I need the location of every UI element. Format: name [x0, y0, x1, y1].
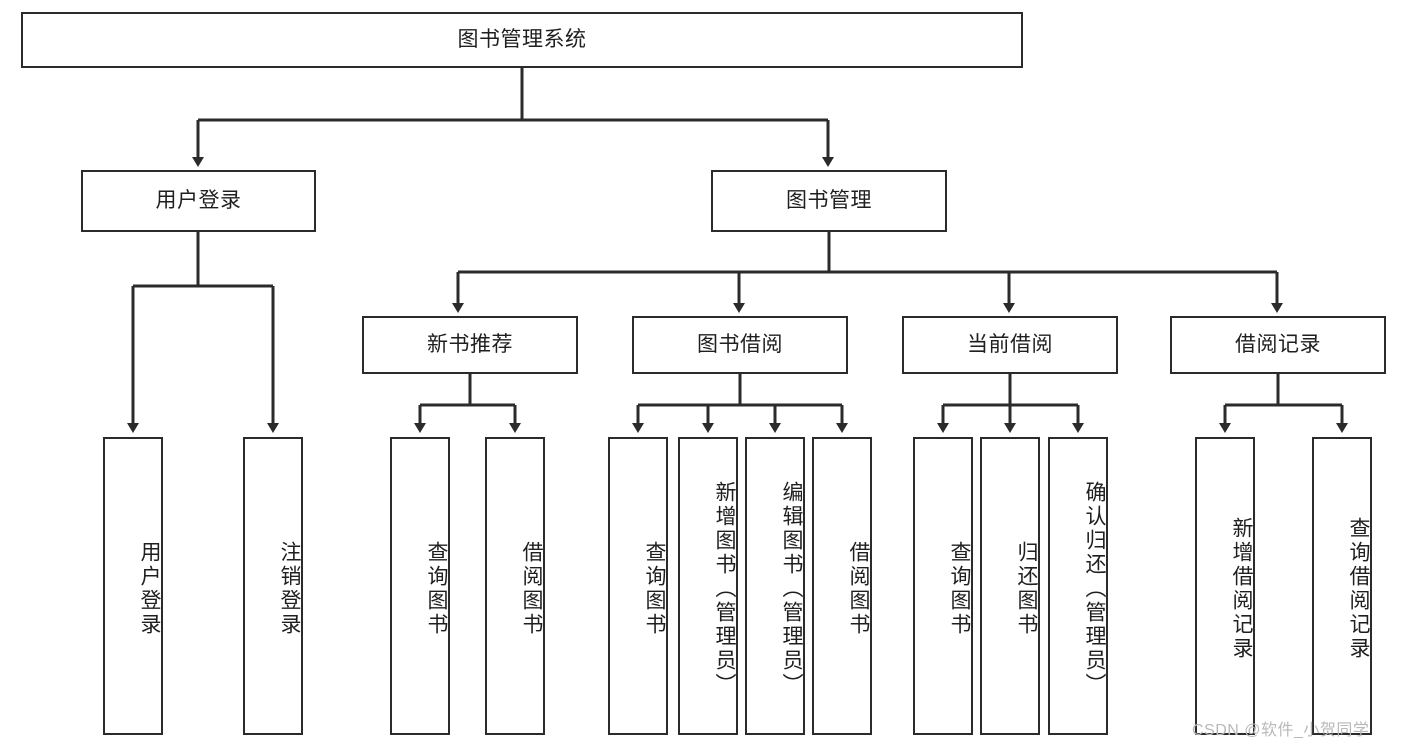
leaf-record-add-record[interactable]: 新增借阅记录 — [1195, 437, 1255, 735]
node-label: 查询图书 — [425, 541, 448, 637]
node-root-system[interactable]: 图书管理系统 — [21, 12, 1023, 68]
node-label: 图书管理 — [786, 188, 872, 212]
node-book-management[interactable]: 图书管理 — [711, 170, 947, 232]
leaf-user-login-logout[interactable]: 注销登录 — [243, 437, 303, 735]
leaf-recommend-borrow-book[interactable]: 借阅图书 — [485, 437, 545, 735]
node-label: 借阅图书 — [520, 541, 543, 637]
node-label: 编辑图书（管理员） — [780, 481, 803, 697]
node-label: 用户登录 — [155, 188, 242, 212]
node-label: 新增图书（管理员） — [713, 481, 736, 697]
leaf-borrow-add-book[interactable]: 新增图书（管理员） — [678, 437, 738, 735]
leaf-user-login-login[interactable]: 用户登录 — [103, 437, 163, 735]
leaf-current-query-book[interactable]: 查询图书 — [913, 437, 973, 735]
node-label: 归还图书 — [1015, 541, 1038, 637]
node-label: 新增借阅记录 — [1230, 517, 1253, 661]
leaf-borrow-query-book[interactable]: 查询图书 — [608, 437, 668, 735]
leaf-current-return-book[interactable]: 归还图书 — [980, 437, 1040, 735]
node-user-login[interactable]: 用户登录 — [81, 170, 316, 232]
node-current-borrow[interactable]: 当前借阅 — [902, 316, 1118, 374]
node-label: 当前借阅 — [967, 332, 1053, 356]
node-label: 借阅记录 — [1235, 332, 1321, 356]
node-label: 注销登录 — [278, 541, 301, 637]
node-label: 图书管理系统 — [457, 27, 587, 51]
node-label: 查询图书 — [948, 541, 971, 637]
leaf-borrow-edit-book[interactable]: 编辑图书（管理员） — [745, 437, 805, 735]
leaf-current-confirm-return[interactable]: 确认归还（管理员） — [1048, 437, 1108, 735]
leaf-borrow-borrow-book[interactable]: 借阅图书 — [812, 437, 872, 735]
leaf-recommend-query-book[interactable]: 查询图书 — [390, 437, 450, 735]
node-label: 图书借阅 — [697, 332, 783, 356]
node-label: 借阅图书 — [847, 541, 870, 637]
node-label: 确认归还（管理员） — [1083, 481, 1106, 697]
node-label: 新书推荐 — [427, 332, 513, 356]
csdn-watermark: CSDN @软件_小贺同学 — [1192, 722, 1370, 739]
leaf-record-query-record[interactable]: 查询借阅记录 — [1312, 437, 1372, 735]
node-label: 用户登录 — [138, 541, 161, 637]
node-label: 查询图书 — [643, 541, 666, 637]
node-borrow-record[interactable]: 借阅记录 — [1170, 316, 1386, 374]
node-book-borrow[interactable]: 图书借阅 — [632, 316, 848, 374]
node-label: 查询借阅记录 — [1347, 517, 1370, 661]
node-new-book-recommend[interactable]: 新书推荐 — [362, 316, 578, 374]
